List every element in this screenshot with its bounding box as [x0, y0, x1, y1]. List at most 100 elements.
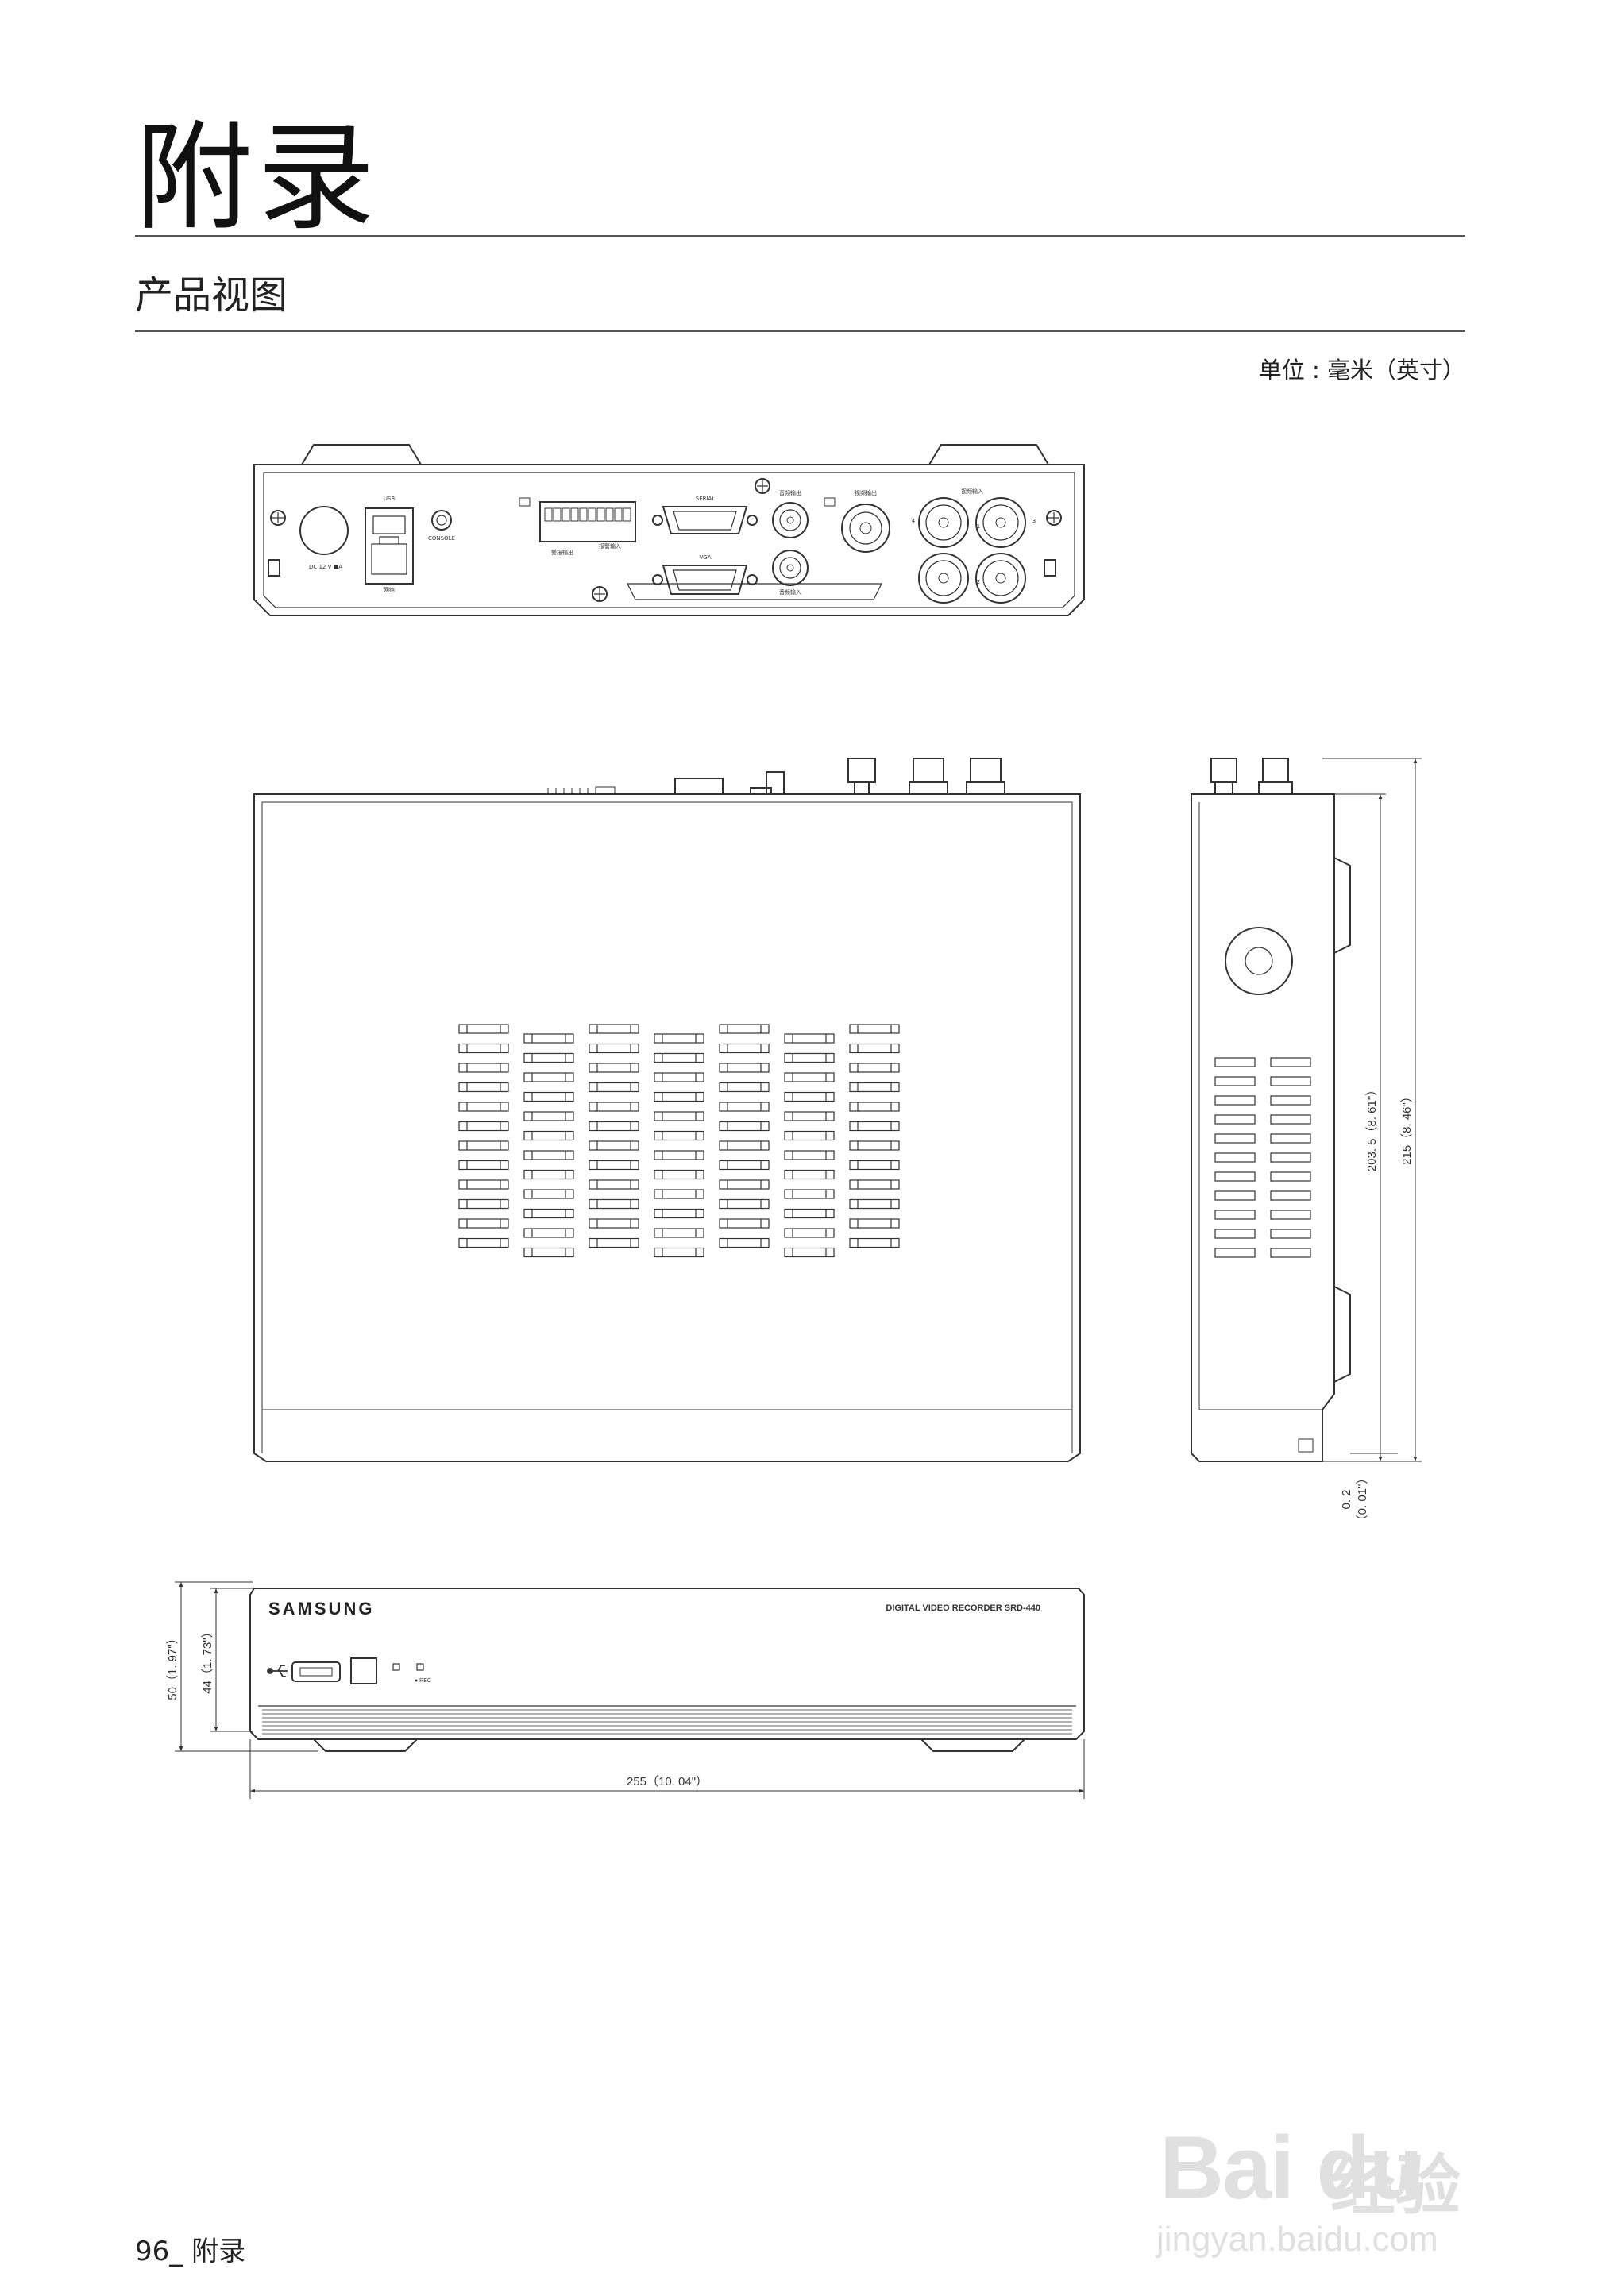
label-ch3: 3	[1032, 518, 1036, 524]
vent-slot	[523, 1169, 574, 1180]
label-ch2: 2	[977, 579, 980, 585]
vent-slot	[654, 1150, 704, 1160]
vent-slot	[654, 1247, 704, 1258]
label-ch1: 1	[977, 523, 980, 530]
side-vent-slot	[1214, 1171, 1256, 1182]
vent-slot	[589, 1082, 639, 1093]
vent-slot	[849, 1063, 900, 1073]
vent-slot	[784, 1169, 835, 1180]
vent-slot	[849, 1043, 900, 1054]
vent-slot	[523, 1111, 574, 1121]
side-vent-slots	[1214, 1057, 1311, 1258]
serial-port	[662, 506, 748, 534]
vent-slot	[523, 1033, 574, 1044]
console-port	[431, 510, 452, 531]
vent-slot	[719, 1082, 770, 1093]
video-in-bnc-group	[918, 497, 1026, 604]
vent-slot	[654, 1033, 704, 1044]
section-title: 产品视图	[135, 273, 288, 318]
vent-slot	[849, 1179, 900, 1190]
vent-slot	[849, 1198, 900, 1210]
vent-slot	[849, 1237, 900, 1248]
vent-slot	[589, 1063, 639, 1073]
watermark-brand: Bai du	[1160, 2118, 1423, 2217]
vent-slot	[589, 1043, 639, 1054]
vent-slot	[719, 1140, 770, 1151]
label-alarm-in: 报警输入	[599, 542, 621, 550]
vent-slot	[784, 1130, 835, 1141]
vent-slot	[719, 1024, 770, 1034]
side-vent-slot	[1270, 1171, 1311, 1182]
chapter-title: 附录	[135, 110, 380, 246]
dim-side-depth-outer: 215（8. 46"）	[1400, 1090, 1414, 1165]
label-ch4: 4	[912, 518, 916, 524]
vent-slot	[458, 1024, 509, 1034]
label-alarm-out: 警报输出	[551, 549, 573, 556]
screw-icon	[270, 478, 1062, 602]
vent-slot	[458, 1102, 509, 1112]
vent-slot	[589, 1102, 639, 1112]
vent-slot	[458, 1121, 509, 1132]
vent-slot	[654, 1052, 704, 1063]
vent-slot	[589, 1179, 639, 1190]
label-console: CONSOLE	[428, 535, 455, 542]
label-audio-in: 音频输入	[779, 588, 801, 596]
usb-lan-port	[365, 507, 414, 585]
vent-slot	[849, 1082, 900, 1093]
front-dimensions	[175, 1581, 1085, 1799]
vent-slot	[654, 1091, 704, 1102]
vent-slot	[849, 1024, 900, 1034]
baidu-watermark: Bai du 经验 jingyan.baidu.com	[1136, 2109, 1549, 2267]
audio-out-jack	[772, 502, 809, 538]
dim-front-width: 255（10. 04"）	[627, 1775, 708, 1789]
unit-note: 单位 : 毫米（英寸）	[1258, 357, 1465, 384]
vent-slot	[458, 1063, 509, 1073]
rear-panel-labels: USB 网络 CONSOLE DC 12 V ■A SERIAL VGA 音频输…	[309, 488, 1036, 596]
vent-slot	[719, 1179, 770, 1190]
video-out-bnc	[841, 504, 890, 553]
vent-slot	[523, 1247, 574, 1258]
label-serial: SERIAL	[696, 496, 716, 502]
dim-front-height-inner: 44（1. 73"）	[201, 1626, 214, 1693]
side-vent-slot	[1214, 1114, 1256, 1125]
title-rule	[135, 235, 1465, 237]
side-vent-slot	[1214, 1210, 1256, 1220]
vent-slot	[784, 1052, 835, 1063]
side-vent-slot	[1270, 1248, 1311, 1258]
label-audio-out: 音频输出	[779, 489, 801, 496]
vent-slot	[523, 1208, 574, 1219]
vent-slot	[589, 1218, 639, 1229]
vga-port	[662, 565, 748, 595]
front-model-label: DIGITAL VIDEO RECORDER SRD-440	[886, 1603, 1040, 1613]
vent-slot	[849, 1160, 900, 1171]
side-dimensions	[1322, 758, 1422, 1462]
vent-slot	[719, 1043, 770, 1054]
label-vga: VGA	[699, 554, 711, 561]
usb-icon	[267, 1665, 288, 1677]
vent-slot	[654, 1208, 704, 1219]
side-vent-slot	[1214, 1190, 1256, 1201]
vent-slot	[458, 1140, 509, 1151]
vent-slot	[784, 1208, 835, 1219]
vent-slot	[523, 1072, 574, 1082]
vent-slot	[849, 1102, 900, 1112]
vent-slot	[719, 1218, 770, 1229]
vent-slot	[589, 1140, 639, 1151]
side-vent-slot	[1214, 1133, 1256, 1144]
vent-slot	[654, 1130, 704, 1141]
vent-slot	[589, 1024, 639, 1034]
side-view	[1191, 758, 1351, 1462]
vent-slot	[523, 1228, 574, 1238]
vent-slot	[654, 1111, 704, 1121]
vent-slot	[654, 1072, 704, 1082]
side-vent-slot	[1214, 1248, 1256, 1258]
side-vent-slot	[1270, 1114, 1311, 1125]
vent-slot	[719, 1198, 770, 1210]
side-vent-slot	[1270, 1057, 1311, 1067]
watermark-url: jingyan.baidu.com	[1156, 2220, 1438, 2259]
vent-slot	[654, 1228, 704, 1238]
watermark-service: 经验	[1330, 2148, 1461, 2224]
vent-slot	[458, 1160, 509, 1171]
vent-slot	[784, 1111, 835, 1121]
